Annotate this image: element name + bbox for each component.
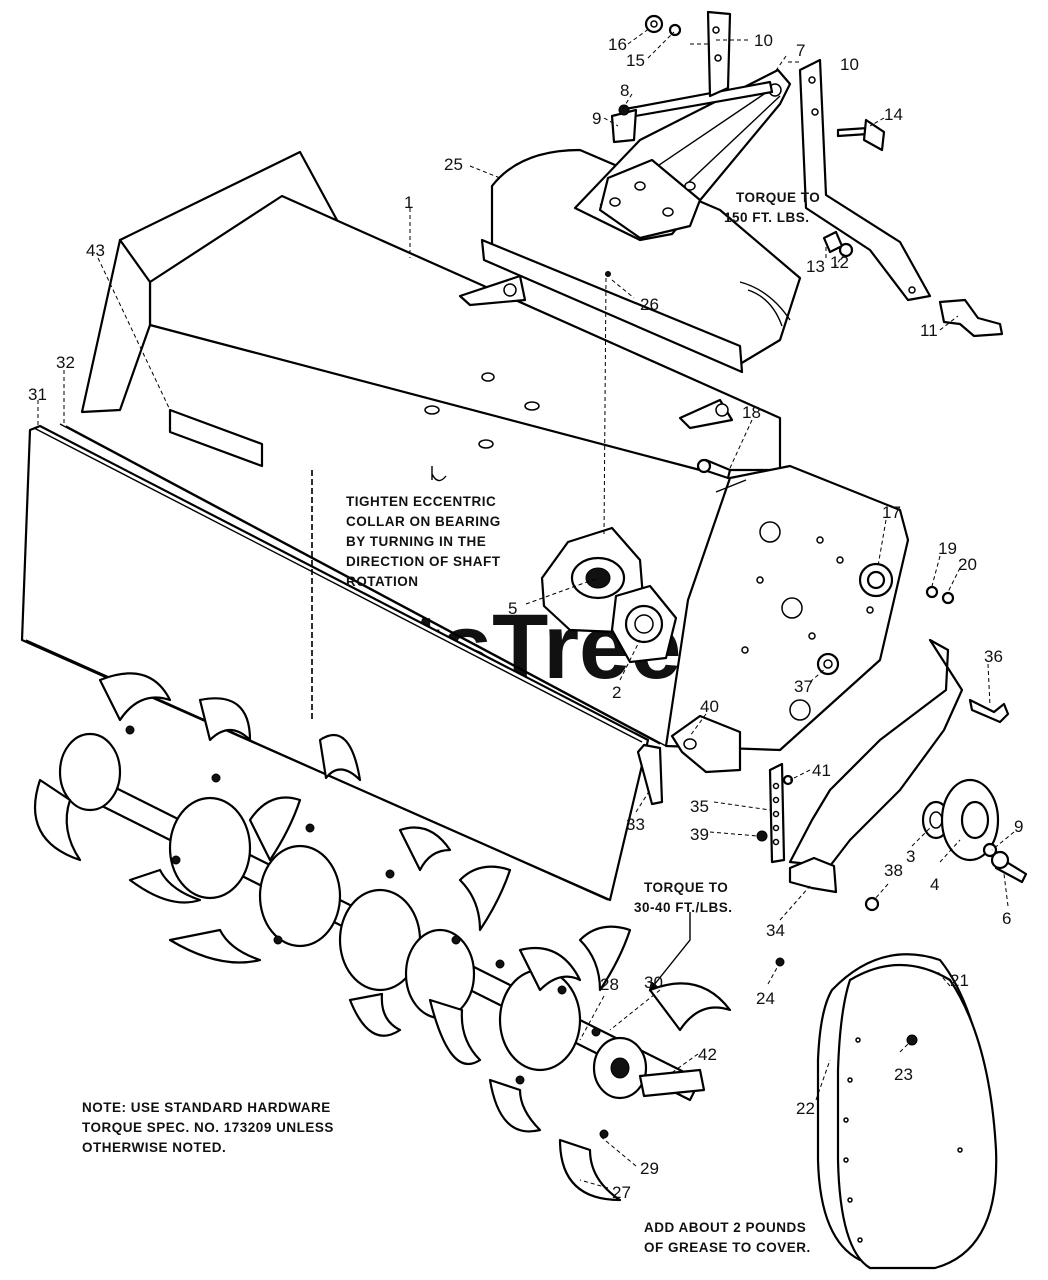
callout-36: 36 (984, 647, 1003, 666)
callout-21: 21 (950, 971, 969, 990)
callout-42: 42 (698, 1045, 717, 1064)
callout-32: 32 (56, 353, 75, 372)
callout-9: 9 (592, 109, 601, 128)
note-torque-30-line2: 30-40 FT./LBS. (634, 900, 733, 915)
hitch-bracket-arms (706, 10, 932, 302)
note-torque-150-line1: TORQUE TO (736, 190, 820, 205)
callout-40: 40 (700, 697, 719, 716)
tiller-housing (59, 150, 782, 747)
note-hardware-line1: NOTE: USE STANDARD HARDWARE (82, 1100, 331, 1115)
callout-24: 24 (756, 989, 775, 1008)
rear-shield-flap (20, 424, 664, 902)
note-collar-line4: DIRECTION OF SHAFT (346, 554, 501, 569)
decal-plate (168, 408, 264, 468)
callout-13: 13 (806, 257, 825, 276)
callout-2: 2 (612, 683, 621, 702)
hitch-a-frame (573, 68, 792, 242)
callout-25: 25 (444, 155, 463, 174)
leader-lines (37, 27, 1015, 1189)
note-hardware: NOTE: USE STANDARD HARDWARE TORQUE SPEC.… (82, 1100, 334, 1155)
hood (458, 148, 802, 430)
callout-7: 7 (796, 41, 805, 60)
note-grease-line1: ADD ABOUT 2 POUNDS (644, 1220, 806, 1235)
callout-9-right: 9 (1014, 817, 1023, 836)
callout-22: 22 (796, 1099, 815, 1118)
callout-31: 31 (28, 385, 47, 404)
callout-39: 39 (690, 825, 709, 844)
callout-33: 33 (626, 815, 645, 834)
callout-23: 23 (894, 1065, 913, 1084)
callout-28: 28 (600, 975, 619, 994)
callout-18: 18 (742, 403, 761, 422)
callout-16: 16 (608, 35, 627, 54)
note-grease-line2: OF GREASE TO COVER. (644, 1240, 811, 1255)
callout-37: 37 (794, 677, 813, 696)
gear-case-side-plate (664, 458, 955, 774)
callout-35: 35 (690, 797, 709, 816)
callout-43: 43 (86, 241, 105, 260)
note-collar-line5: ROTATION (346, 574, 419, 589)
callout-26: 26 (640, 295, 659, 314)
note-collar-line1: TIGHTEN ECCENTRIC (346, 494, 496, 509)
note-torque-150: TORQUE TO 150 FT. LBS. (724, 190, 820, 225)
callout-3: 3 (906, 847, 915, 866)
callout-30: 30 (644, 973, 663, 992)
note-collar-line2: COLLAR ON BEARING (346, 514, 501, 529)
callout-6: 6 (1002, 909, 1011, 928)
callout-38: 38 (884, 861, 903, 880)
callout-20: 20 (958, 555, 977, 574)
callout-15: 15 (626, 51, 645, 70)
tine-assembly (33, 672, 732, 1202)
chain-cover (816, 953, 998, 1270)
callout-10-right: 10 (840, 55, 859, 74)
callout-12: 12 (830, 253, 849, 272)
hitch-hardware (605, 14, 1004, 338)
callout-34: 34 (766, 921, 785, 940)
callout-10: 10 (754, 31, 773, 50)
torque-arrow (648, 912, 691, 992)
callout-numbers: 16 15 10 10 7 8 9 14 25 1 43 13 12 26 11… (28, 31, 1023, 1202)
callout-29: 29 (640, 1159, 659, 1178)
callout-5: 5 (508, 599, 517, 618)
note-grease: ADD ABOUT 2 POUNDS OF GREASE TO COVER. (644, 1220, 811, 1255)
callout-41: 41 (812, 761, 831, 780)
callout-27: 27 (612, 1183, 631, 1202)
note-hardware-line2: TORQUE SPEC. NO. 173209 UNLESS (82, 1120, 334, 1135)
callout-11: 11 (920, 321, 938, 340)
note-torque-30-line1: TORQUE TO (644, 880, 728, 895)
note-hardware-line3: OTHERWISE NOTED. (82, 1140, 226, 1155)
note-torque-150-line2: 150 FT. LBS. (724, 210, 810, 225)
callout-17: 17 (882, 503, 901, 522)
callout-19: 19 (938, 539, 957, 558)
note-collar-line3: BY TURNING IN THE (346, 534, 486, 549)
nut-24 (775, 957, 785, 967)
note-torque-30-40: TORQUE TO 30-40 FT./LBS. (634, 880, 733, 915)
depth-bar (768, 638, 964, 894)
callout-4: 4 (930, 875, 939, 894)
note-eccentric-collar: TIGHTEN ECCENTRIC COLLAR ON BEARING BY T… (346, 494, 501, 589)
callout-14: 14 (884, 105, 903, 124)
callout-8: 8 (620, 81, 629, 100)
right-side-hardware (756, 698, 1028, 912)
callout-1: 1 (404, 193, 413, 212)
